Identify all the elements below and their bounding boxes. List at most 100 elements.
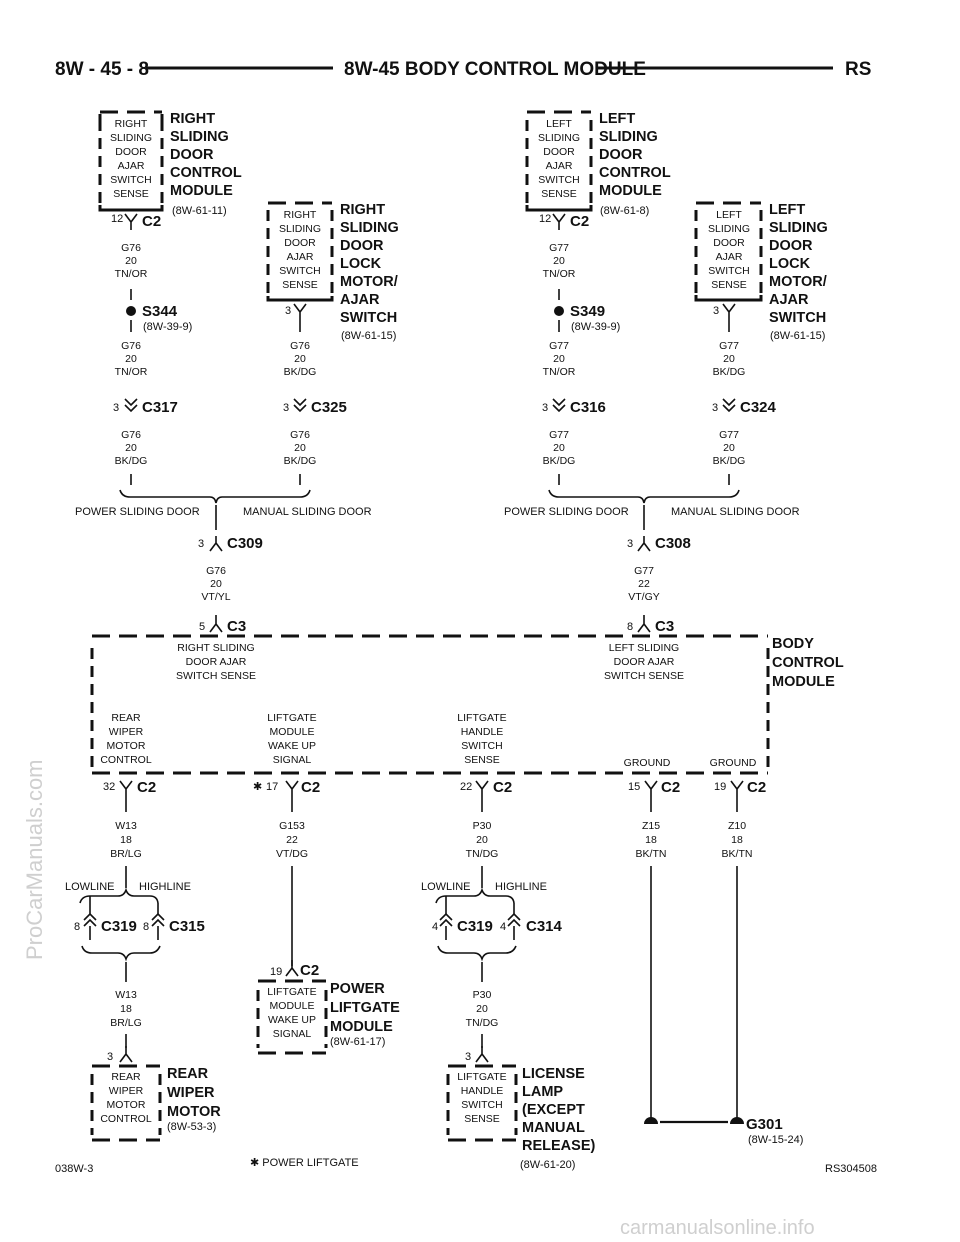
pin-3-lsdlm: 3 [713, 305, 719, 317]
pin-3-c309: 3 [198, 538, 204, 550]
pin-3-c325: 3 [283, 402, 289, 414]
option-manual-sliding-left: MANUAL SLIDING DOOR [671, 506, 800, 518]
header-code: RS [845, 59, 871, 80]
pin-17: 17 [266, 781, 278, 793]
option-lowline-wiper: LOWLINE [65, 881, 115, 893]
lsdcm-ref: (8W-61-8) [600, 205, 649, 217]
bcm-ground-2: GROUND [710, 757, 757, 769]
left-option-brace [548, 489, 740, 504]
pin-15: 15 [628, 781, 640, 793]
ground-g301-ref: (8W-15-24) [748, 1134, 803, 1146]
connector-c2-plgm: C2 [300, 962, 319, 979]
connector-c2-lsdcm: C2 [570, 213, 589, 230]
option-lowline-lamp: LOWLINE [421, 881, 471, 893]
connector-c2-15: C2 [661, 779, 680, 796]
option-highline-wiper: HIGHLINE [139, 881, 191, 893]
page-number: 8W - 45 - 8 [55, 59, 149, 80]
footer-left: 038W-3 [55, 1163, 93, 1175]
ground-eyelet-2 [730, 1117, 744, 1124]
rsdcm-ref: (8W-61-11) [172, 205, 227, 217]
connector-c2-rsdcm: C2 [142, 213, 161, 230]
connector-c319-lamp: C319 [457, 918, 493, 935]
lamp-option-brace-top [435, 887, 515, 904]
connector-c319-wiper: C319 [101, 918, 137, 935]
pin-8-c319: 8 [74, 921, 80, 933]
page-title: 8W-45 BODY CONTROL MODULE [344, 59, 646, 80]
option-manual-sliding-right: MANUAL SLIDING DOOR [243, 506, 372, 518]
footer-right: RS304508 [825, 1163, 877, 1175]
rsdlm-ref: (8W-61-15) [341, 330, 396, 342]
rwm-ref: (8W-53-3) [167, 1121, 216, 1133]
lsdlm-ref: (8W-61-15) [770, 330, 825, 342]
connector-c324: C324 [740, 399, 777, 416]
splice-s349-dot [554, 306, 564, 316]
ground-eyelet-1 [644, 1117, 658, 1124]
pin-3-c308: 3 [627, 538, 633, 550]
pin-3-c316: 3 [542, 402, 548, 414]
connector-c308: C308 [655, 535, 691, 552]
watermark-side: ProCarManuals.com [22, 759, 47, 960]
right-option-brace [119, 489, 311, 504]
pin-19: 19 [714, 781, 726, 793]
splice-s344-dot [126, 306, 136, 316]
pin-3-lamp: 3 [465, 1051, 471, 1063]
wiper-option-brace-top [79, 887, 159, 904]
wiper-option-brace-bottom [81, 945, 161, 962]
footer-ref: (8W-61-20) [520, 1159, 575, 1171]
pin-12-right: 12 [111, 213, 123, 225]
footer-note: ✱ POWER LIFTGATE [250, 1157, 359, 1169]
connector-c3-left: C3 [655, 618, 674, 635]
connector-c317: C317 [142, 399, 178, 416]
star-17: ✱ [253, 781, 262, 793]
pin-4-c314: 4 [500, 921, 506, 933]
pin-8-c3: 8 [627, 621, 633, 633]
pin-12-left: 12 [539, 213, 551, 225]
pin-4-c319: 4 [432, 921, 438, 933]
pin-3-rwm: 3 [107, 1051, 113, 1063]
splice-s344: S344 [142, 303, 178, 320]
option-highline-lamp: HIGHLINE [495, 881, 547, 893]
pin-3-rsdlm: 3 [285, 305, 291, 317]
lamp-option-brace-bottom [437, 945, 517, 962]
connector-c309: C309 [227, 535, 263, 552]
splice-s344-ref: (8W-39-9) [143, 321, 192, 333]
connector-c314: C314 [526, 918, 563, 935]
option-power-sliding-right: POWER SLIDING DOOR [75, 506, 200, 518]
splice-s349: S349 [570, 303, 605, 320]
connector-c315: C315 [169, 918, 205, 935]
ground-g301: G301 [746, 1116, 783, 1133]
pin-8-c315: 8 [143, 921, 149, 933]
connector-c2-17: C2 [301, 779, 320, 796]
